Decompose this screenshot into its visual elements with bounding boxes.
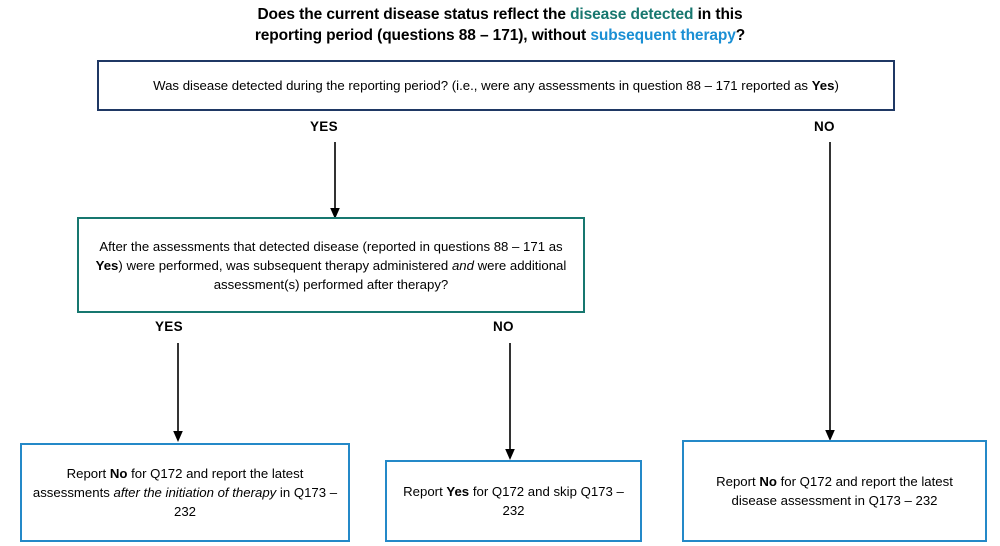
q1-seg-bold: Yes bbox=[811, 78, 835, 93]
edge-label-q2-no: NO bbox=[493, 319, 514, 334]
r2-seg-3: for Q172 and skip Q173 – 232 bbox=[469, 484, 624, 518]
r1-seg-1: Report bbox=[66, 466, 110, 481]
title-line2-pre: reporting period (questions 88 – 171), w… bbox=[254, 27, 591, 44]
edge-label-q1-no: NO bbox=[814, 119, 835, 134]
r1-seg-bold: No bbox=[109, 466, 128, 481]
node-question-1[interactable]: Was disease detected during the reportin… bbox=[97, 60, 895, 111]
node-result-3[interactable]: Report No for Q172 and report the latest… bbox=[682, 440, 987, 542]
chart-title: Does the current disease status reflect … bbox=[150, 4, 850, 46]
title-line1-pre: Does the current disease status reflect … bbox=[257, 6, 571, 23]
q1-seg-1: Was disease detected during the reportin… bbox=[153, 78, 812, 93]
q2-seg-1: After the assessments that detected dise… bbox=[99, 238, 563, 254]
title-accent-subsequent-therapy: subsequent therapy bbox=[590, 27, 736, 44]
q1-seg-3: ) bbox=[834, 78, 839, 93]
q2-seg-italic: and bbox=[451, 257, 474, 273]
r3-seg-1: Report bbox=[716, 474, 760, 489]
q2-seg-5: were additional assessment(s) performed … bbox=[213, 257, 567, 292]
arrow-question2-to-result1 bbox=[173, 343, 183, 442]
q2-seg-3: ) were performed, was subsequent therapy… bbox=[118, 257, 452, 273]
r2-seg-bold: Yes bbox=[446, 484, 470, 499]
arrow-question2-to-result2 bbox=[505, 343, 515, 460]
r3-seg-bold: No bbox=[759, 474, 777, 489]
node-result-1-text: Report No for Q172 and report the latest… bbox=[22, 464, 348, 521]
arrow-question1-to-question2 bbox=[330, 142, 340, 219]
title-line2-post: ? bbox=[735, 27, 746, 44]
node-question-2[interactable]: After the assessments that detected dise… bbox=[77, 217, 585, 313]
q2-seg-bold: Yes bbox=[95, 257, 119, 273]
edge-label-q2-yes: YES bbox=[155, 319, 183, 334]
title-line-2: reporting period (questions 88 – 171), w… bbox=[255, 27, 745, 44]
r3-seg-3: for Q172 and report the latest disease a… bbox=[731, 474, 953, 508]
title-line1-post: in this bbox=[693, 6, 743, 23]
edge-label-q1-yes: YES bbox=[310, 119, 338, 134]
node-result-2[interactable]: Report Yes for Q172 and skip Q173 – 232 bbox=[385, 460, 642, 542]
arrow-question1-to-result3 bbox=[825, 142, 835, 441]
r1-seg-3: for Q172 and report the latest assessmen… bbox=[32, 466, 304, 500]
node-result-3-text: Report No for Q172 and report the latest… bbox=[684, 472, 985, 510]
title-line-1: Does the current disease status reflect … bbox=[257, 6, 742, 23]
title-accent-disease-detected: disease detected bbox=[570, 6, 694, 23]
node-question-1-text: Was disease detected during the reportin… bbox=[99, 76, 893, 95]
r2-seg-1: Report bbox=[403, 484, 447, 499]
node-result-1[interactable]: Report No for Q172 and report the latest… bbox=[20, 443, 350, 542]
node-result-2-text: Report Yes for Q172 and skip Q173 – 232 bbox=[387, 482, 640, 520]
r1-seg-italic: after the initiation of therapy bbox=[113, 485, 277, 500]
r1-seg-5: in Q173 – 232 bbox=[173, 485, 338, 519]
node-question-2-text: After the assessments that detected dise… bbox=[79, 237, 583, 294]
